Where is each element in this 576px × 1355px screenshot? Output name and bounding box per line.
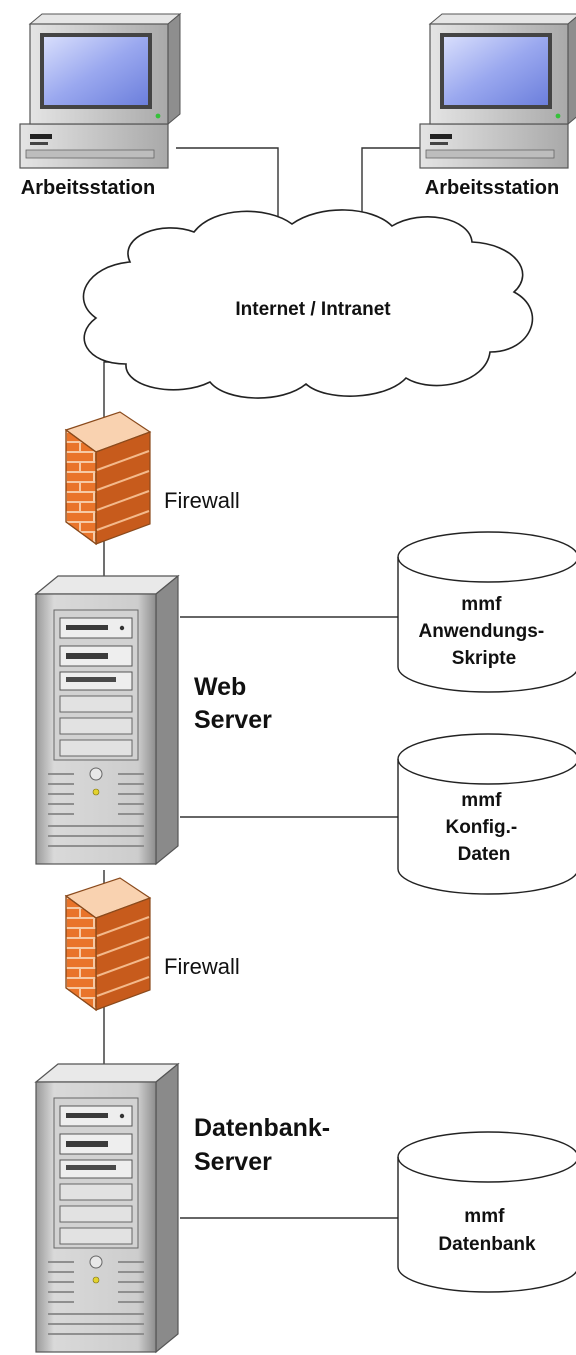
database-server-label: Datenbank- Server xyxy=(194,1114,337,1176)
brick-firewall-icon xyxy=(65,877,151,1011)
tower-server-icon xyxy=(35,1063,179,1353)
firewall-bottom-label: Firewall xyxy=(164,954,240,979)
cloud-icon xyxy=(82,209,534,399)
storage-2-line2: Konfig.- xyxy=(445,817,517,838)
storage-anwendungs-skripte: mmf Anwendungs- Skripte xyxy=(397,531,576,693)
workstation-left: Arbeitsstation xyxy=(19,13,181,199)
web-server-label-line2: Server xyxy=(194,706,272,734)
workstation-left-label: Arbeitsstation xyxy=(21,177,155,199)
firewall-top: Firewall xyxy=(65,411,240,545)
network-label: Internet / Intranet xyxy=(235,299,391,320)
storage-anwendungs-skripte-label: mmf Anwendungs- Skripte xyxy=(419,594,550,669)
storage-2-line3: Daten xyxy=(458,844,511,865)
storage-1-line2: Anwendungs- xyxy=(419,621,545,642)
storage-konfig-daten-label: mmf Konfig.- Daten xyxy=(445,790,522,865)
workstation-right: Arbeitsstation xyxy=(419,13,576,199)
storage-1-line3: Skripte xyxy=(452,648,516,669)
network-cloud: Internet / Intranet xyxy=(82,209,534,399)
web-server-label-line1: Web xyxy=(194,673,246,701)
web-server: Web Server xyxy=(35,575,272,865)
firewall-bottom: Firewall xyxy=(65,877,240,1011)
desktop-computer-icon xyxy=(19,13,181,169)
storage-2-line1: mmf xyxy=(461,790,502,811)
brick-firewall-icon xyxy=(65,411,151,545)
workstation-right-label: Arbeitsstation xyxy=(425,177,559,199)
database-server: Datenbank- Server xyxy=(35,1063,337,1353)
database-server-label-line2: Server xyxy=(194,1148,272,1176)
storage-3-line2: Datenbank xyxy=(438,1234,536,1255)
database-cylinder-icon xyxy=(397,733,576,895)
storage-1-line1: mmf xyxy=(461,594,502,615)
storage-datenbank: mmf Datenbank xyxy=(397,1131,576,1293)
storage-konfig-daten: mmf Konfig.- Daten xyxy=(397,733,576,895)
tower-server-icon xyxy=(35,575,179,865)
database-server-label-line1: Datenbank- xyxy=(194,1114,330,1142)
web-server-label: Web Server xyxy=(194,673,272,734)
storage-datenbank-label: mmf Datenbank xyxy=(438,1206,536,1255)
storage-3-line1: mmf xyxy=(464,1206,505,1227)
desktop-computer-icon xyxy=(419,13,576,169)
firewall-top-label: Firewall xyxy=(164,488,240,513)
